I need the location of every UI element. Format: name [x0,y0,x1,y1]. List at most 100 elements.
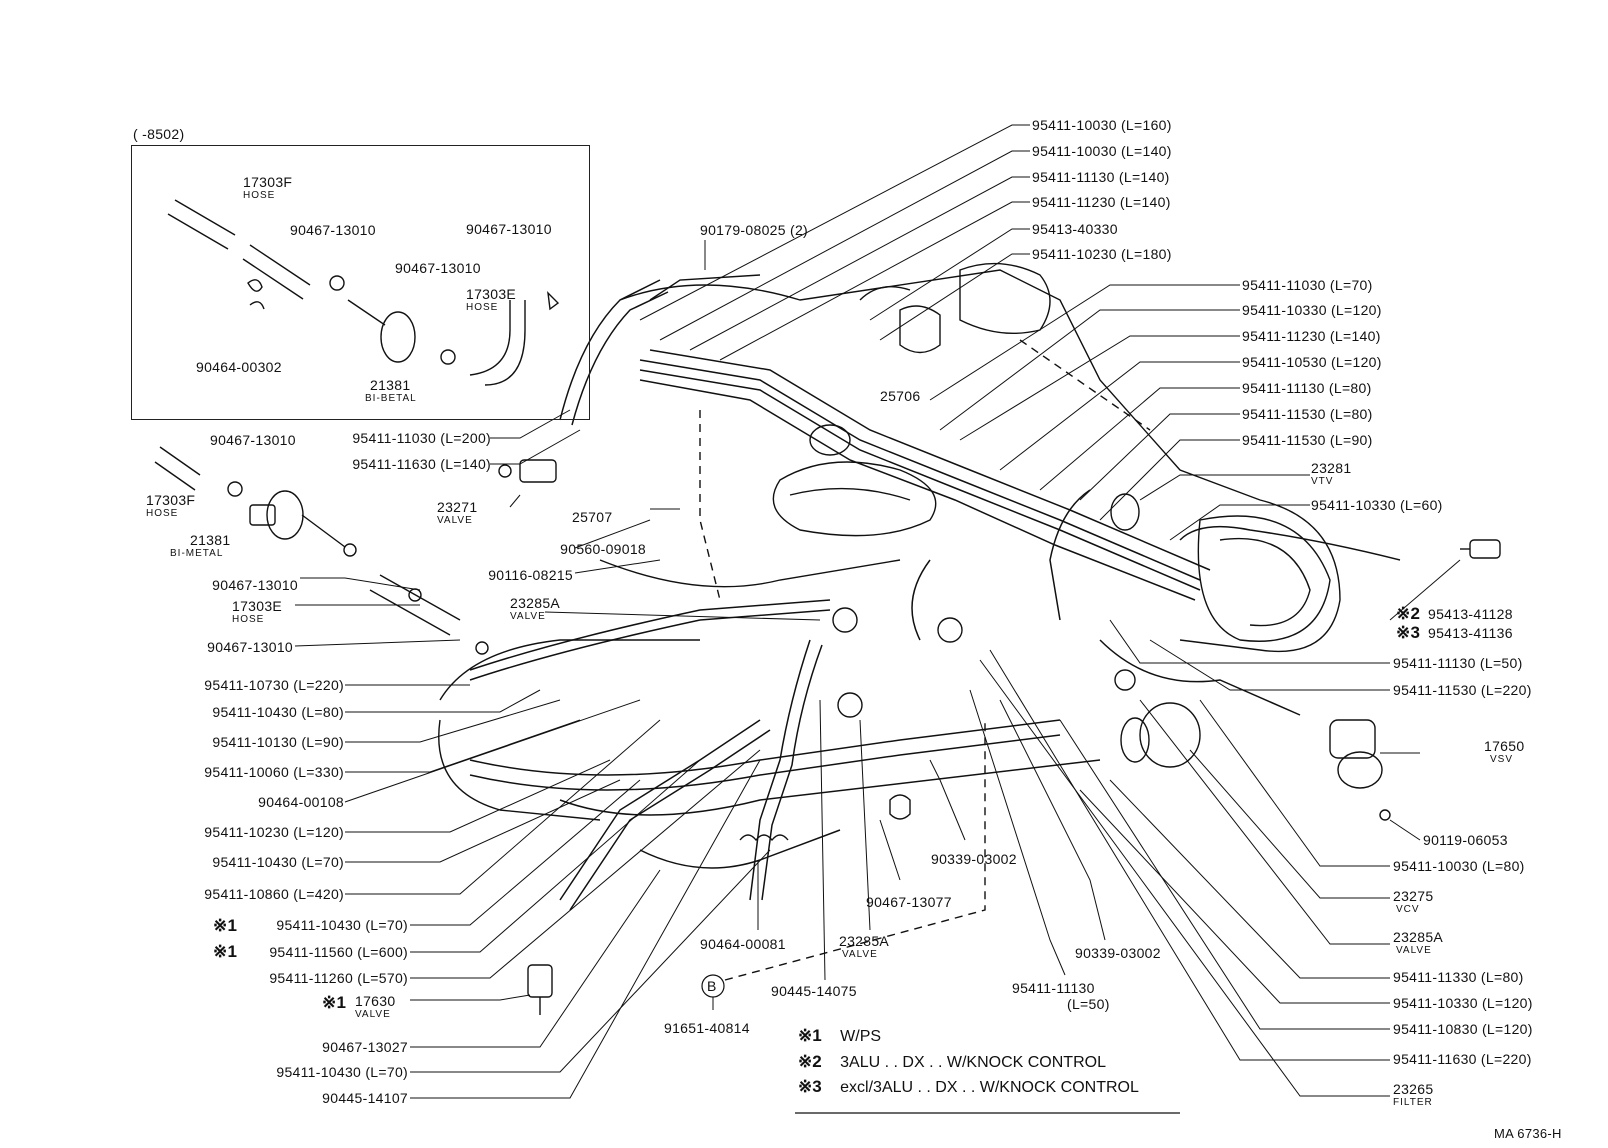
valve-23285a-name: VALVE [510,611,546,622]
mark1-b: ※1 [213,942,238,961]
hose-10330-120: 95411-10330 (L=120) [1393,995,1533,1011]
leaders-left [294,409,821,1099]
left-bimetal-num: 21381 [190,532,231,548]
left-label-12: 90464-00108 [258,794,344,810]
note-2-mark: ※2 [798,1052,822,1071]
right-label-4: 95411-10530 (L=120) [1242,354,1382,370]
vcv-name: VCV [1396,904,1420,915]
drawing-ref: MA 6736-H [1494,1126,1562,1141]
inset-drawing [167,199,560,386]
hose-11130-bottom: 95411-11130 [1012,980,1095,996]
left-label-19: 90467-13027 [322,1039,408,1055]
inset-hose-b-name: HOSE [466,302,499,313]
filter-name: FILTER [1393,1097,1433,1108]
s2-mark: ※2 [1396,604,1421,623]
valve-23271-name: VALVE [437,515,473,526]
leaders-right [929,284,1461,1097]
left-label-9: 95411-10430 (L=80) [212,704,344,720]
right-label-6: 95411-11530 (L=80) [1242,406,1373,422]
sensor-41136: 95413-41136 [1428,625,1513,641]
note-2: ※2 3ALU . . DX . . W/KNOCK CONTROL [798,1053,1106,1072]
vtv-num: 23281 [1311,460,1352,476]
hose-11330: 95411-11330 (L=80) [1393,969,1524,985]
top-label-1: 95411-10030 (L=160) [1032,117,1172,133]
filter-num: 23265 [1393,1081,1434,1097]
part-90464-00081: 90464-00081 [700,936,786,952]
top-label-3: 95411-11130 (L=140) [1032,169,1170,185]
left-label-14: 95411-10430 (L=70) [212,854,344,870]
left-label-clamp3: 90467-13010 [207,639,293,655]
part-25707: 25707 [572,509,613,525]
pipe-bundle [469,279,1401,911]
left-label-clamp2: 90467-13010 [212,577,298,593]
valve-23285a-num: 23285A [510,595,561,611]
inset-hose-b-num: 17303E [466,286,517,302]
leaders-bottom [712,689,1106,1010]
left-label-90560: 90560-09018 [560,541,646,557]
left-hose-f-num: 17303F [146,492,196,508]
inset-clamp-b: 90467-13010 [466,221,552,237]
note-1-text: W/PS [840,1028,882,1045]
inset-frame [131,145,590,420]
part-90339-b: 90339-03002 [1075,945,1161,961]
s3-mark: ※3 [1396,623,1421,642]
hose-11130-50: 95411-11130 (L=50) [1393,655,1523,671]
note-1-mark: ※1 [798,1026,822,1045]
note-2-text: 3ALU . . DX . . W/KNOCK CONTROL [840,1054,1106,1071]
inset-hose-a-name: HOSE [243,190,276,201]
left-label-17: 95411-11560 (L=600) [269,944,408,960]
left-label-90116: 90116-08215 [488,567,573,583]
center-part-25706: 25706 [880,388,921,404]
valve-c-num: 23285A [839,933,890,949]
left-label-15: 95411-10860 (L=420) [204,886,344,902]
mark1-a: ※1 [213,916,238,935]
hose-11130-bottom-len: (L=50) [1067,996,1110,1012]
left-label-11: 95411-10060 (L=330) [204,764,344,780]
hose-11630-220: 95411-11630 (L=220) [1393,1051,1532,1067]
part-91651: 91651-40814 [664,1020,750,1036]
inset-clamp-a: 90467-13010 [290,222,376,238]
note-1: ※1 W/PS [798,1027,881,1046]
left-label-2: 95411-11630 (L=140) [352,456,491,472]
left-hose-f-name: HOSE [146,508,179,519]
inset-clamp-c: 90467-13010 [395,260,481,276]
inset-bimetal-name: BI-BETAL [365,393,417,404]
valve-17630-name: VALVE [355,1009,391,1020]
part-90467-13077: 90467-13077 [866,894,952,910]
left-label-1: 95411-11030 (L=200) [352,430,491,446]
left-hose-e-name: HOSE [232,614,265,625]
left-label-18: 95411-11260 (L=570) [269,970,408,986]
right-label-1: 95411-11030 (L=70) [1242,277,1373,293]
vcv-num: 23275 [1393,888,1434,904]
mark1-c: ※1 [322,993,347,1012]
left-clamp-top: 90467-13010 [210,432,296,448]
circle-b-letter: B [707,978,717,994]
right-label-5: 95411-11130 (L=80) [1242,380,1372,396]
left-label-16: 95411-10430 (L=70) [276,917,408,933]
top-label-6: 95411-10230 (L=180) [1032,246,1172,262]
vsv-num: 17650 [1484,738,1525,754]
note-3: ※3 excl/3ALU . . DX . . W/KNOCK CONTROL [798,1078,1139,1097]
vsv-name: VSV [1490,754,1514,765]
valve-23271-num: 23271 [437,499,478,515]
vtv-name: VTV [1311,476,1334,487]
inset-bimetal-num: 21381 [370,377,411,393]
hose-10030-80: 95411-10030 (L=80) [1393,858,1525,874]
hose-60: 95411-10330 (L=60) [1311,497,1443,513]
sensor-41128: 95413-41128 [1428,606,1513,622]
inset-range: ( -8502) [133,126,185,142]
right-label-7: 95411-11530 (L=90) [1242,432,1373,448]
right-label-3: 95411-11230 (L=140) [1242,328,1381,344]
engine-outline [438,262,1341,821]
valve-17630-num: 17630 [355,993,396,1009]
left-label-20: 95411-10430 (L=70) [276,1064,408,1080]
left-label-8: 95411-10730 (L=220) [204,677,344,693]
top-part: 90179-08025 (2) [700,222,809,238]
hose-11530-220: 95411-11530 (L=220) [1393,682,1532,698]
valve-b-num: 23285A [1393,929,1444,945]
part-90445-14075: 90445-14075 [771,983,857,999]
left-hose-e-num: 17303E [232,598,283,614]
inset-hose-a-num: 17303F [243,174,293,190]
